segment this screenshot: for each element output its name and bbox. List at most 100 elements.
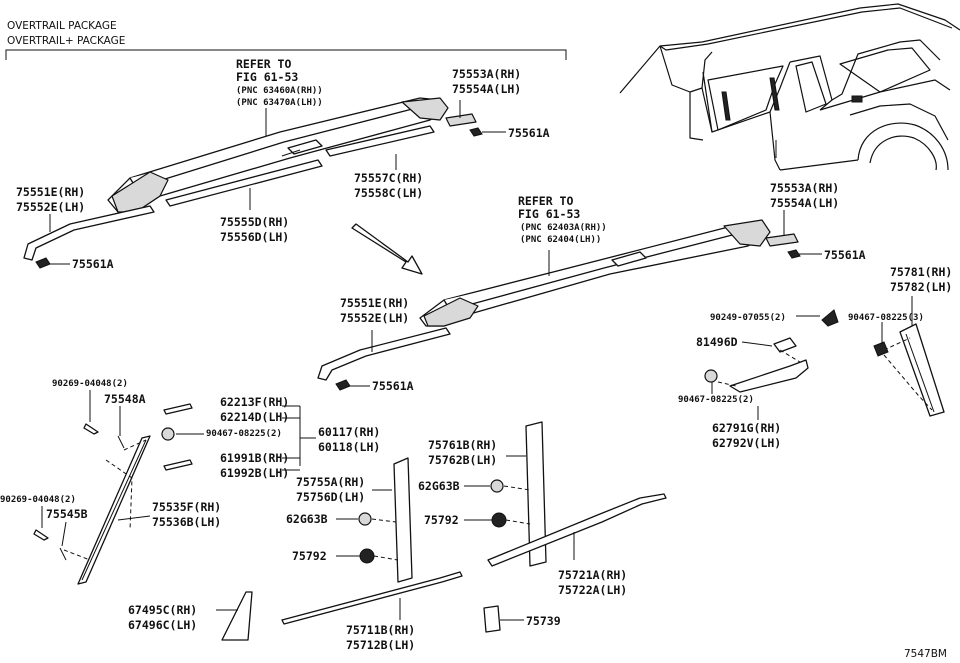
clip-75792-l [359,548,375,564]
label-75561a-mid: 75561A [824,248,866,262]
refer-top-title: REFER TO [236,57,291,71]
clip-62g63b-l [358,512,372,526]
roof-rail-top [107,97,449,213]
label-90269-2: 90269-04048(2) [0,495,76,505]
label-75548a: 75548A [104,392,146,406]
diagram-code: 7547BM [904,648,947,660]
refer-top-pnc2: (PNC 63470A(LH)) [236,98,323,108]
refer-mid-pnc1: (PNC 62403A(RH)) [520,223,607,233]
roof-rail-cover-mid [317,327,451,381]
label-60117: 60117(RH) [318,425,380,439]
label-75755a: 75755A(RH) [296,475,365,489]
label-75554a-mid: 75554A(LH) [770,196,839,210]
label-61992b: 61992B(LH) [220,466,289,480]
belt-moulding-75711b [281,571,463,625]
label-67495c: 67495C(RH) [128,603,197,617]
cap-75739 [483,605,501,633]
label-62792v: 62792V(LH) [712,436,781,450]
vehicle-illustration [619,3,960,171]
label-90269-1: 90269-04048(2) [52,379,128,389]
clip-mid-left [335,379,351,391]
direction-arrow [351,223,423,275]
label-75553a-mid: 75553A(RH) [770,181,839,195]
end-cap-top [445,113,477,127]
garnish-62791g [729,359,809,393]
label-75556d: 75556D(LH) [220,230,289,244]
quarter-garnish [899,323,945,417]
label-75781: 75781(RH) [890,265,952,279]
label-75756d: 75756D(LH) [296,490,365,504]
label-67496c: 67496C(LH) [128,618,197,632]
refer-mid-fig: FIG 61-53 [518,207,580,221]
piece-67495c [221,591,253,641]
label-75557c: 75557C(RH) [354,171,423,185]
label-75792-right: 75792 [424,513,459,527]
roof-rail-cover-center [165,159,323,207]
screw-90269-1 [83,423,99,435]
clip-90467-r [873,341,889,357]
label-90467-mid: 90467-08225(2) [206,429,282,439]
screw-90249 [821,309,839,327]
label-75782: 75782(LH) [890,280,952,294]
label-75552e-left: 75552E(LH) [16,200,85,214]
clip-90467-b [704,369,718,383]
roof-rail-cover-rear [325,125,435,157]
refer-top-fig: FIG 61-53 [236,70,298,84]
label-90467-bottom: 90467-08225(2) [678,395,754,405]
trim-61991b [163,459,193,471]
quarter-garnish-inner [905,333,935,413]
label-75552e-mid: 75552E(LH) [340,311,409,325]
label-75762b: 75762B(LH) [428,453,497,467]
label-75711b: 75711B(RH) [346,623,415,637]
door-frame-75761b [525,421,547,567]
label-61991b: 61991B(RH) [220,451,289,465]
label-90249: 90249-07055(2) [710,313,786,323]
label-75555d: 75555D(RH) [220,215,289,229]
belt-moulding-75721a [487,493,667,567]
label-75761b: 75761B(RH) [428,438,497,452]
piece-81496d [773,337,797,353]
leader-lines [41,100,913,621]
label-75554a-top: 75554A(LH) [452,82,521,96]
package-label-1: OVERTRAIL PACKAGE [7,20,117,32]
trim-62213f [163,403,193,415]
label-81496d: 81496D [696,335,738,349]
label-75712b: 75712B(LH) [346,638,415,652]
label-75551e-mid: 75551E(RH) [340,296,409,310]
label-75561a-left: 75561A [72,257,114,271]
label-62214d: 62214D(LH) [220,410,289,424]
label-62791g: 62791G(RH) [712,421,781,435]
label-75739: 75739 [526,614,561,628]
label-62213f: 62213F(RH) [220,395,289,409]
clip-62g63b-r [490,479,504,493]
door-frame-75755a [393,457,413,583]
clip-75548a [117,435,125,449]
label-75551e-left: 75551E(RH) [16,185,85,199]
label-75722a: 75722A(LH) [558,583,627,597]
clip-left [35,257,51,269]
label-75561a-top: 75561A [508,126,550,140]
clip-mid-right [787,249,801,259]
label-75558c: 75558C(LH) [354,186,423,200]
refer-top-pnc1: (PNC 63460A(RH)) [236,86,323,96]
refer-mid-pnc2: (PNC 62404(LH)) [520,235,601,245]
screw-90269-2 [33,529,49,541]
label-75535f: 75535F(RH) [152,500,221,514]
label-75545b: 75545B [46,507,88,521]
label-75561a-mid-left: 75561A [372,379,414,393]
label-90467-right: 90467-08225(3) [848,313,924,323]
package-bracket [5,49,567,60]
package-label-2: OVERTRAIL+ PACKAGE [7,35,125,47]
label-62g63b-right: 62G63B [418,479,460,493]
clip-75545b [59,547,67,561]
label-75721a: 75721A(RH) [558,568,627,582]
label-75553a-top: 75553A(RH) [452,67,521,81]
roof-rail-cover-front [23,205,155,261]
label-75792-left: 75792 [292,549,327,563]
refer-mid-title: REFER TO [518,194,573,208]
label-75536b: 75536B(LH) [152,515,221,529]
roof-rail-mid [419,219,771,327]
clip-top [469,127,483,137]
clip-75792-r [491,512,507,528]
